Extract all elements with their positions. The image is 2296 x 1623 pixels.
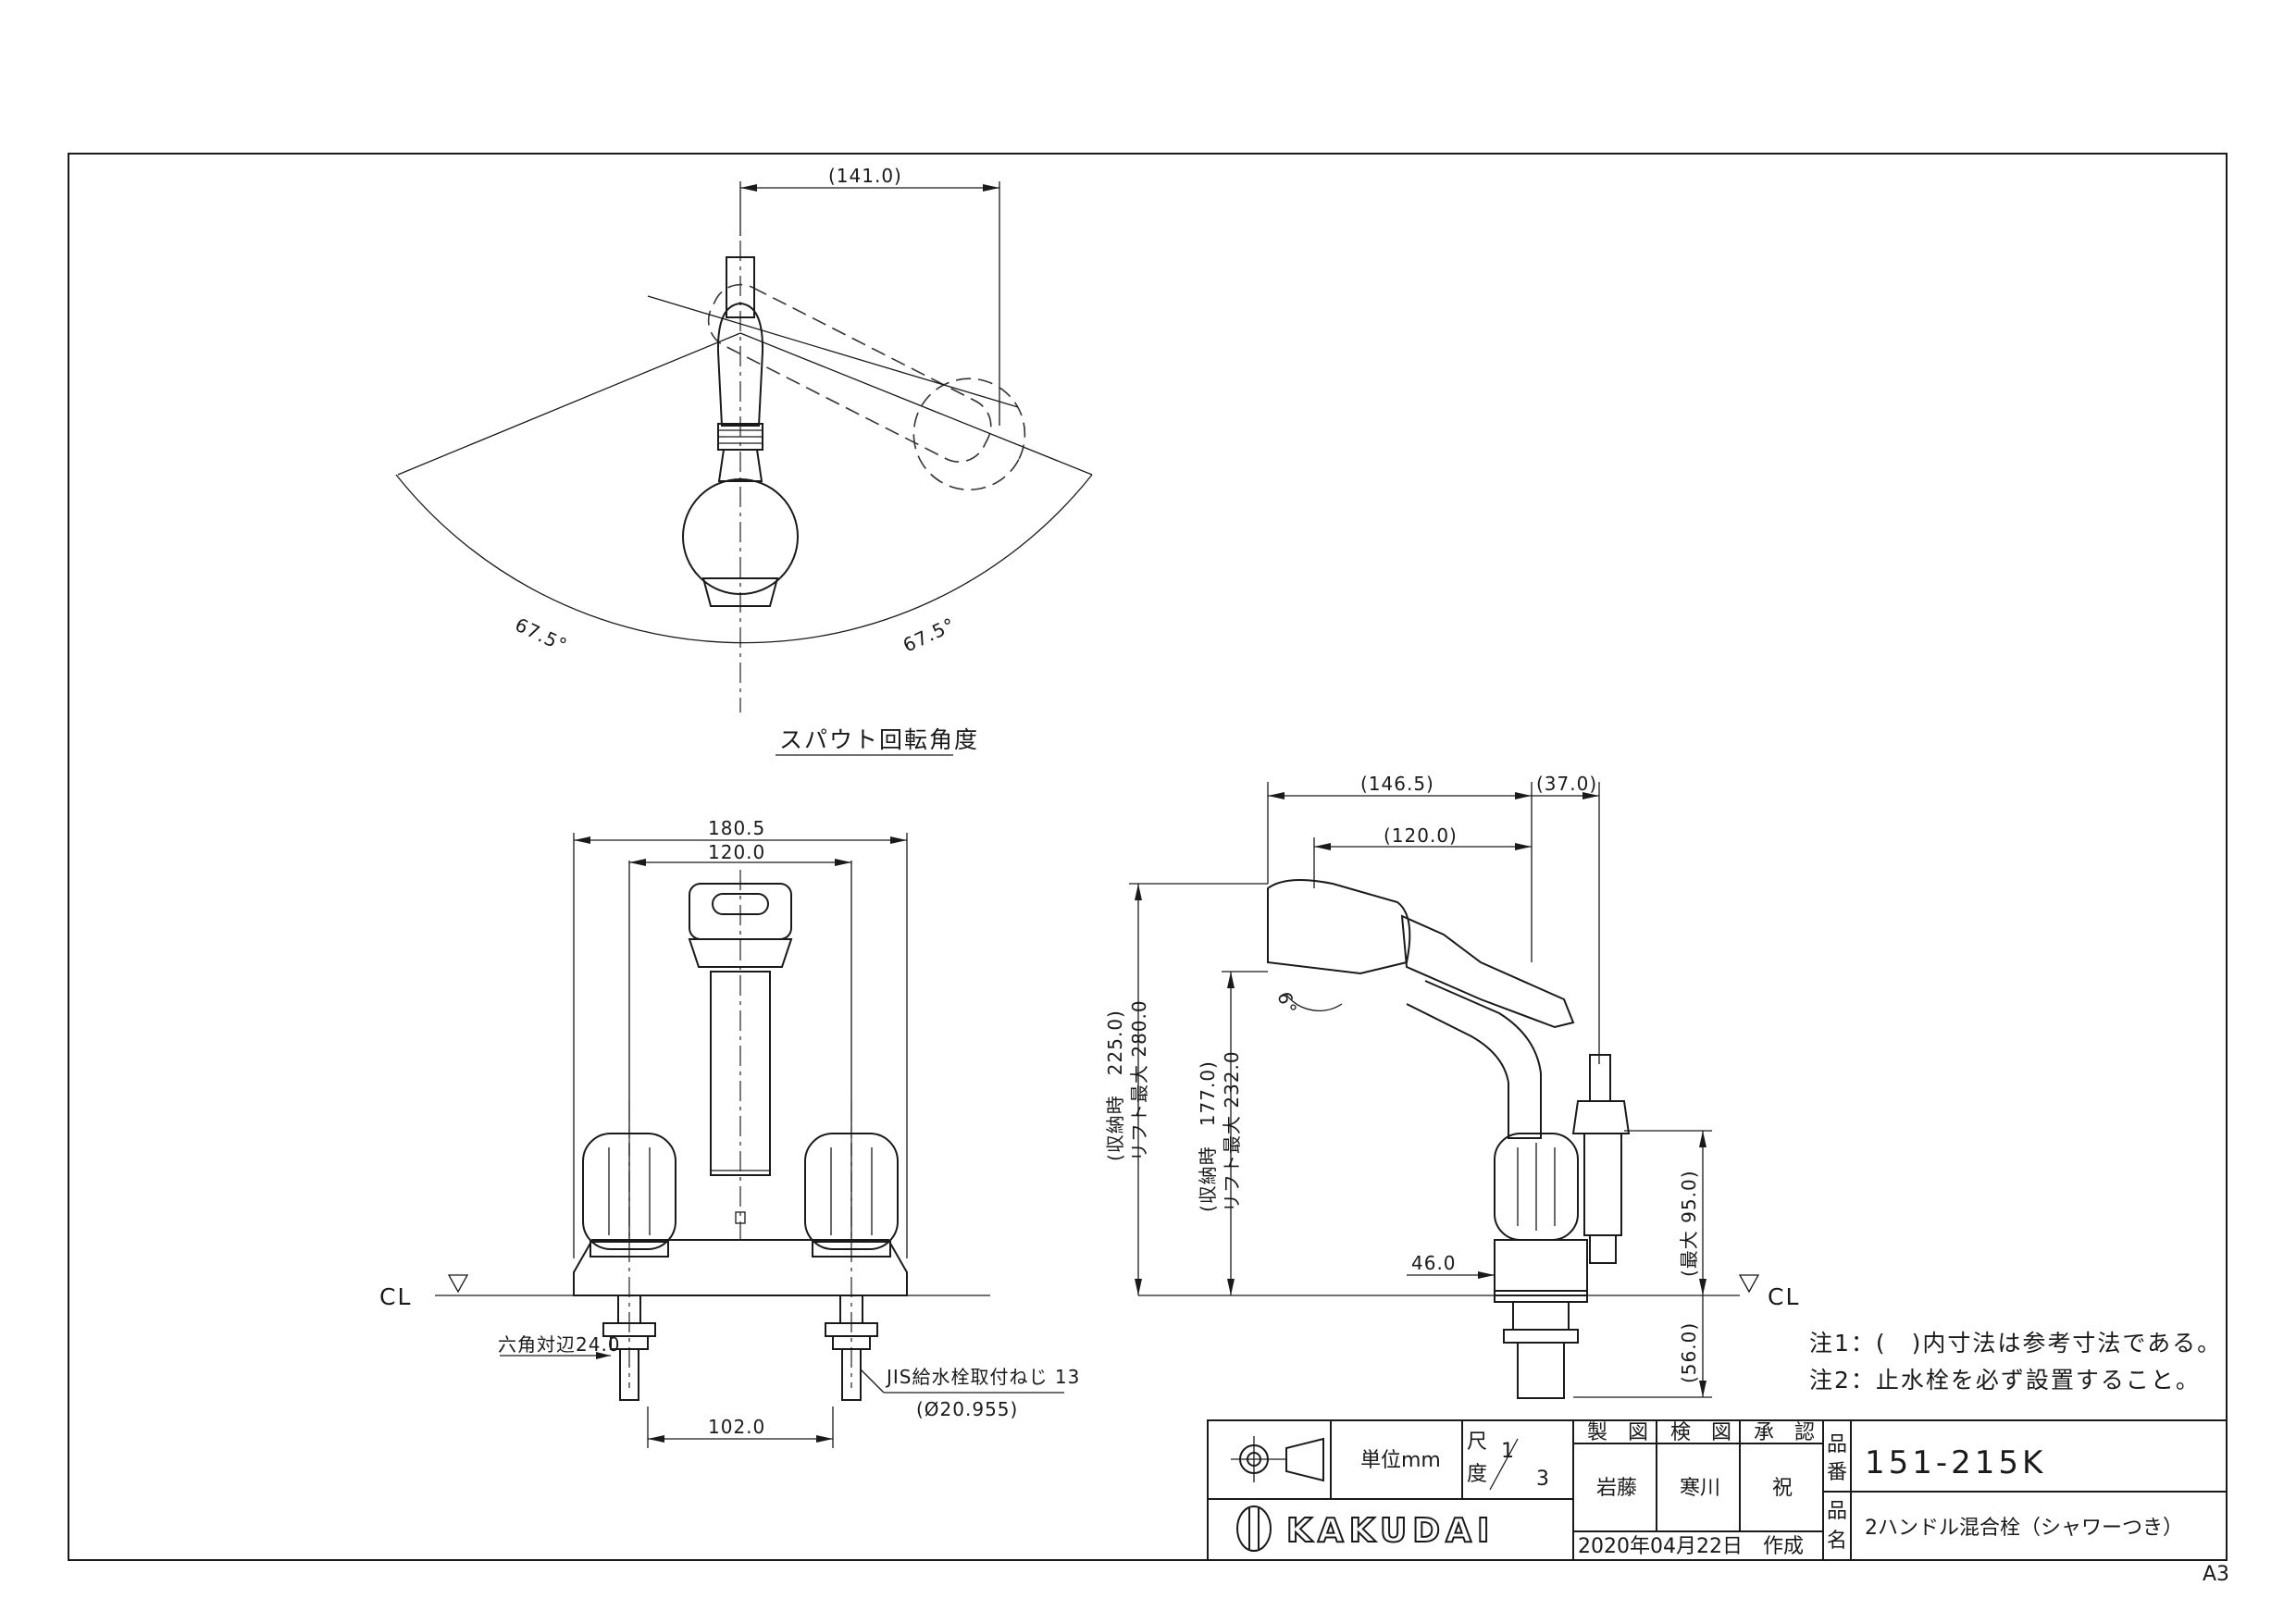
name-checked: 寒川 <box>1680 1477 1720 1500</box>
thread-label: JIS給水栓取付ねじ 13 <box>885 1366 1080 1388</box>
note-1: 注1：( )内寸法は参考寸法である。 <box>1809 1330 2222 1357</box>
projection-symbol <box>1231 1436 1324 1482</box>
cl-side: CL <box>1768 1283 1800 1310</box>
name-drawn: 岩藤 <box>1596 1477 1637 1500</box>
cl-front: CL <box>379 1283 412 1310</box>
part-name: 2ハンドル混合栓（シャワーつき） <box>1865 1517 2183 1540</box>
side-view: (146.5) (37.0) (120.0) (収納時 225.0) リフト最大… <box>1104 773 1800 1399</box>
part-no-label-2: 番 <box>1827 1461 1847 1484</box>
part-name-label-2: 名 <box>1827 1530 1847 1553</box>
dim-146-5: (146.5) <box>1360 773 1434 795</box>
hdr-approved: 承 認 <box>1754 1421 1815 1444</box>
scale-label-1: 尺 <box>1467 1431 1487 1454</box>
dim-141: (141.0) <box>828 165 902 187</box>
part-no-label-1: 品 <box>1827 1433 1847 1456</box>
dim-120: 120.0 <box>708 841 765 863</box>
part-no: 151-215K <box>1865 1444 2046 1481</box>
note-2: 注2：止水栓を必ず設置すること。 <box>1809 1367 2201 1394</box>
dim-225: (収納時 225.0) <box>1104 1010 1126 1161</box>
dim-46: 46.0 <box>1411 1252 1457 1274</box>
thread-size: (Ø20.955) <box>916 1398 1018 1420</box>
dim-95: (最大 95.0) <box>1678 1171 1700 1278</box>
dim-6deg: 6° <box>1272 989 1301 1018</box>
scale-label-2: 度 <box>1467 1463 1487 1486</box>
dim-hex: 六角対辺24.0 <box>498 1333 621 1356</box>
hdr-checked: 検 図 <box>1670 1421 1731 1444</box>
dim-280: リフト最大 280.0 <box>1128 999 1150 1161</box>
sheet-size: A3 <box>2203 1563 2229 1586</box>
dim-177: (収納時 177.0) <box>1197 1060 1219 1212</box>
scale-den: 3 <box>1536 1468 1549 1491</box>
dim-56: (56.0) <box>1678 1322 1700 1383</box>
dim-232: リフト最大 232.0 <box>1221 1050 1243 1212</box>
unit-label: 単位mm <box>1360 1449 1441 1472</box>
top-view: (141.0) 67.5° 67.5° スパウト回転角度 <box>395 165 1093 756</box>
spout-rotation-caption: スパウト回転角度 <box>779 726 979 753</box>
dim-37: (37.0) <box>1536 773 1597 795</box>
name-approved: 祝 <box>1772 1477 1793 1500</box>
part-name-label-1: 品 <box>1827 1500 1847 1523</box>
dim-120-side: (120.0) <box>1384 824 1458 847</box>
hdr-drawn: 製 図 <box>1587 1421 1648 1444</box>
angle-right-label: 67.5° <box>900 613 959 657</box>
front-view: 180.5 120.0 <box>379 817 1080 1448</box>
left-handle <box>582 1133 676 1258</box>
angle-left-label: 67.5° <box>512 613 571 657</box>
dim-102: 102.0 <box>708 1416 765 1438</box>
date: 2020年04月22日 作成 <box>1578 1535 1804 1558</box>
dim-180-5: 180.5 <box>708 817 765 839</box>
right-handle <box>804 1133 899 1258</box>
scale-num: 1 <box>1501 1440 1514 1463</box>
title-block: 単位mm 尺 度 1 3 製 図 検 図 承 認 岩藤 寒川 祝 品 番 151… <box>1207 1419 2228 1561</box>
kakudai-logo: KAKUDAI <box>1236 1505 1495 1552</box>
brand-name: KAKUDAI <box>1286 1512 1495 1550</box>
drawing-frame <box>68 153 2228 1561</box>
